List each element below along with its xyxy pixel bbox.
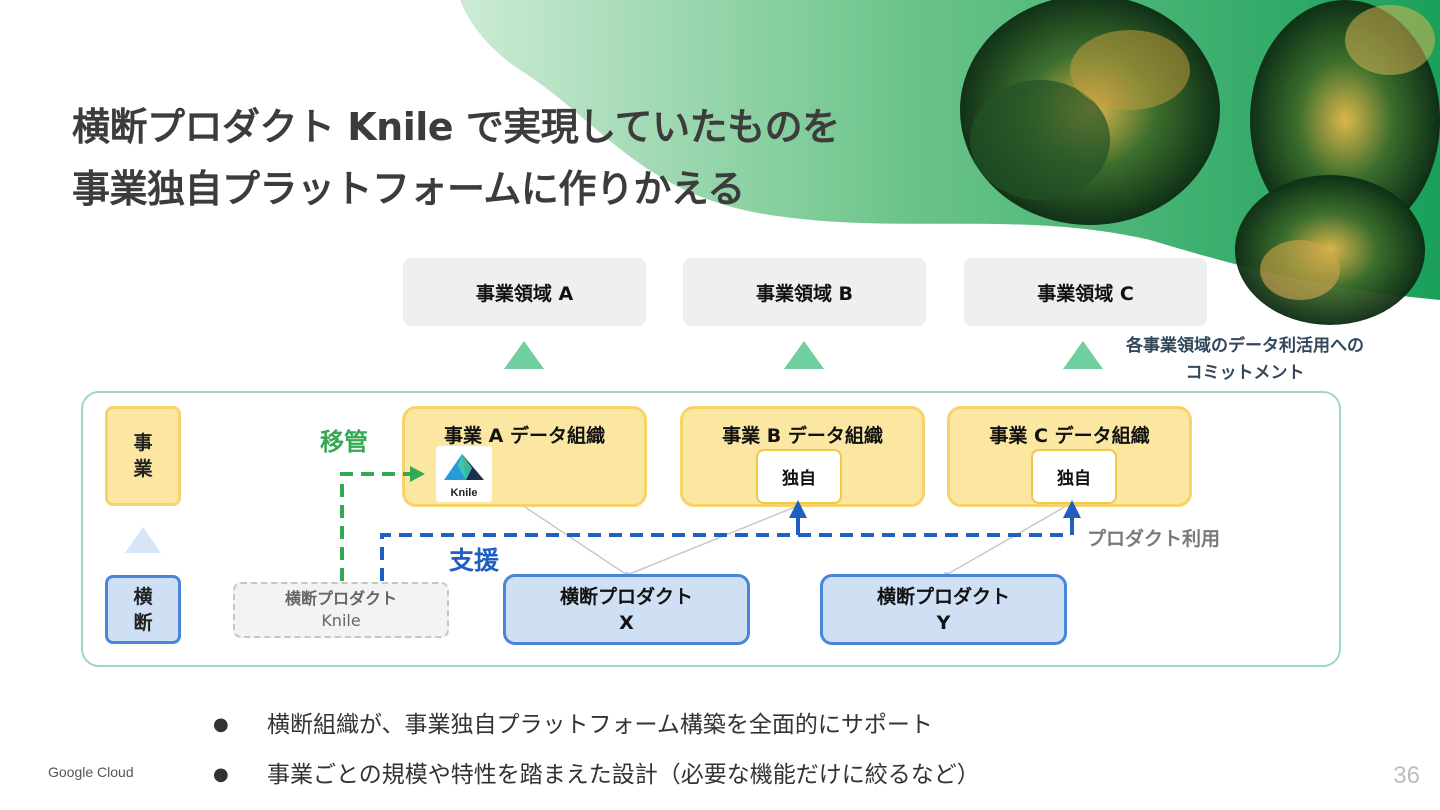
bullet-item: ● 横断組織が、事業独自プラットフォーム構築を全面的にサポート [213,700,980,750]
brand-logo: Google Cloud [48,764,134,780]
side-label-business-char-1: 事 [133,432,153,454]
side-up-triangle [125,527,161,553]
side-label-cross-char-2: 断 [133,611,153,634]
title-line-2: 事業独自プラットフォームに作りかえる [72,167,745,211]
diagram-frame [81,391,1341,667]
domain-box-a: 事業領域 A [403,258,646,326]
cross-product-x-line-2: X [619,611,634,634]
bullet-dot-icon: ● [213,714,229,735]
knile-logo-text: Knile [450,487,478,499]
bullet-item: ● 事業ごとの規模や特性を踏まえた設計（必要な機能だけに絞るなど） [213,750,980,800]
bullet-dot-icon: ● [213,764,229,785]
cross-product-x: 横断プロダクト X [503,574,750,645]
cross-product-x-line-1: 横断プロダクト [559,585,693,608]
commitment-note: 各事業領域のデータ利活用への コミットメント [1100,333,1390,387]
knile-legacy-line-2: Knile [321,611,361,630]
side-label-cross: 横 断 [105,575,181,644]
up-arrow-triangle-a [504,341,544,369]
side-label-business: 事 業 [105,406,181,506]
data-org-a-label: 事業 A データ組織 [444,425,605,447]
label-support: 支援 [449,546,500,575]
domain-box-b: 事業領域 B [683,258,926,326]
label-product-use: プロダクト利用 [1087,528,1221,550]
up-arrow-triangle-b [784,341,824,369]
page-number: 36 [1393,762,1420,789]
knile-mountain-icon [444,454,484,480]
abstract-art-image [960,0,1440,325]
own-platform-badge-c: 独自 [1031,449,1117,504]
bullet-list: ● 横断組織が、事業独自プラットフォーム構築を全面的にサポート ● 事業ごとの規… [213,700,980,800]
title-line-1: 横断プロダクト Knile で実現していたものを [72,105,840,149]
knile-logo: Knile [436,446,492,502]
bullet-text: 横断組織が、事業独自プラットフォーム構築を全面的にサポート [267,712,933,738]
commitment-note-line-1: 各事業領域のデータ利活用への [1126,336,1364,356]
domain-box-c: 事業領域 C [964,258,1207,326]
own-platform-badge-b: 独自 [756,449,842,504]
side-label-cross-char-1: 横 [133,585,153,608]
side-label-business-char-2: 業 [133,458,153,480]
data-org-b-label: 事業 B データ組織 [722,425,883,447]
label-transfer: 移管 [320,428,368,456]
data-org-b: 事業 B データ組織 独自 [680,406,925,507]
data-org-c: 事業 C データ組織 独自 [947,406,1192,507]
cross-product-knile-legacy: 横断プロダクト Knile [233,582,449,638]
bullet-text: 事業ごとの規模や特性を踏まえた設計（必要な機能だけに絞るなど） [267,762,980,788]
cross-product-y: 横断プロダクト Y [820,574,1067,645]
cross-product-y-line-1: 横断プロダクト [876,585,1010,608]
cross-product-y-line-2: Y [936,611,951,634]
up-arrow-triangle-c [1063,341,1103,369]
data-org-c-label: 事業 C データ組織 [989,425,1150,447]
commitment-note-line-2: コミットメント [1185,363,1305,383]
slide-title: 横断プロダクト Knile で実現していたものを 事業独自プラットフォームに作り… [72,96,840,220]
knile-legacy-line-1: 横断プロダクト [284,589,397,608]
